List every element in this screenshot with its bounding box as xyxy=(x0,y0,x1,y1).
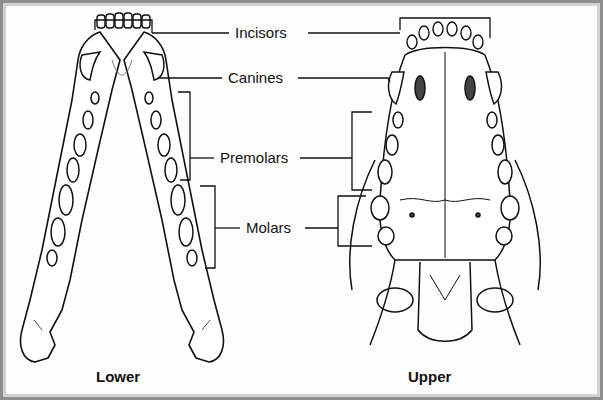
leader-lines xyxy=(305,227,338,228)
leader-lines xyxy=(95,18,490,268)
leader-lines xyxy=(352,112,372,190)
lower-molars xyxy=(171,185,185,215)
leader-lines xyxy=(190,157,214,158)
upper-skull xyxy=(410,213,414,217)
lower-jaw xyxy=(124,32,223,362)
leader-lines xyxy=(400,18,490,38)
lower-incisors xyxy=(97,15,105,28)
lower-jaw xyxy=(21,32,120,362)
lower-premolars xyxy=(83,111,93,129)
upper-skull xyxy=(477,288,513,312)
upper-skull xyxy=(418,262,472,341)
lower-premolars xyxy=(74,134,86,156)
upper-molars xyxy=(371,196,389,220)
upper-skull xyxy=(350,48,540,346)
leader-lines xyxy=(158,77,222,78)
lower-incisors xyxy=(142,15,150,28)
leader-lines xyxy=(338,196,372,246)
leader-lines xyxy=(308,32,400,33)
upper-incisors xyxy=(407,22,483,49)
upper-molars xyxy=(378,227,394,245)
upper-skull xyxy=(377,288,413,312)
leader-lines xyxy=(298,78,390,82)
lower-incisors xyxy=(133,14,141,28)
picture-frame xyxy=(5,5,599,396)
upper-skull xyxy=(350,160,375,290)
upper-canines xyxy=(389,72,502,104)
leader-lines xyxy=(152,32,229,33)
lower-premolars xyxy=(158,134,170,156)
upper-incisors xyxy=(419,26,429,40)
lower-canines xyxy=(80,52,164,80)
lower-molars xyxy=(51,218,65,246)
lower-premolars xyxy=(91,92,99,104)
upper-molars xyxy=(501,196,519,220)
upper-premolars xyxy=(393,112,403,128)
upper-molars xyxy=(371,196,519,245)
leader-lines xyxy=(95,20,152,33)
upper-incisors xyxy=(407,35,417,49)
upper-incisors xyxy=(447,22,457,36)
tooth-label: Canines xyxy=(228,69,283,87)
lower-canines xyxy=(144,52,164,80)
upper-canines xyxy=(389,72,404,104)
upper-skull xyxy=(400,199,490,202)
jaw-label: Upper xyxy=(408,368,451,386)
lower-canines xyxy=(80,52,100,80)
upper-premolars xyxy=(386,135,398,155)
lower-jaw xyxy=(112,60,132,75)
upper-skull xyxy=(495,260,520,345)
upper-premolars xyxy=(498,160,512,184)
leader-lines xyxy=(215,227,240,228)
upper-premolars xyxy=(492,135,504,155)
upper-incisors xyxy=(433,22,443,36)
upper-skull xyxy=(445,52,446,258)
lower-premolars xyxy=(151,111,161,129)
lower-premolars xyxy=(145,92,153,104)
upper-skull xyxy=(380,48,511,261)
upper-skull xyxy=(415,76,425,100)
lower-molars xyxy=(187,250,197,266)
tooth-label: Molars xyxy=(246,219,291,237)
lower-premolars xyxy=(67,92,177,182)
lower-molars xyxy=(47,250,57,266)
tooth-label: Incisors xyxy=(235,24,287,42)
upper-incisors xyxy=(461,26,471,40)
leader-lines xyxy=(300,157,352,158)
upper-premolars xyxy=(487,112,497,128)
upper-skull xyxy=(515,160,540,290)
upper-premolars xyxy=(378,160,392,184)
lower-molars xyxy=(179,218,193,246)
upper-skull xyxy=(476,213,480,217)
upper-skull xyxy=(465,76,475,100)
lower-jaw xyxy=(21,32,224,362)
tooth-label: Premolars xyxy=(220,149,288,167)
upper-incisors xyxy=(473,35,483,49)
upper-canines xyxy=(486,72,501,104)
upper-skull xyxy=(430,275,460,300)
jaw-label: Lower xyxy=(96,368,140,386)
lower-premolars xyxy=(67,158,79,182)
lower-premolars xyxy=(165,158,177,182)
leader-lines xyxy=(200,186,215,268)
lower-molars xyxy=(47,185,197,266)
leader-lines xyxy=(178,92,190,180)
lower-incisors xyxy=(106,14,114,28)
lower-molars xyxy=(59,185,73,215)
upper-molars xyxy=(496,227,512,245)
lower-jaw xyxy=(34,320,210,330)
upper-skull xyxy=(370,260,395,345)
upper-premolars xyxy=(378,112,512,184)
